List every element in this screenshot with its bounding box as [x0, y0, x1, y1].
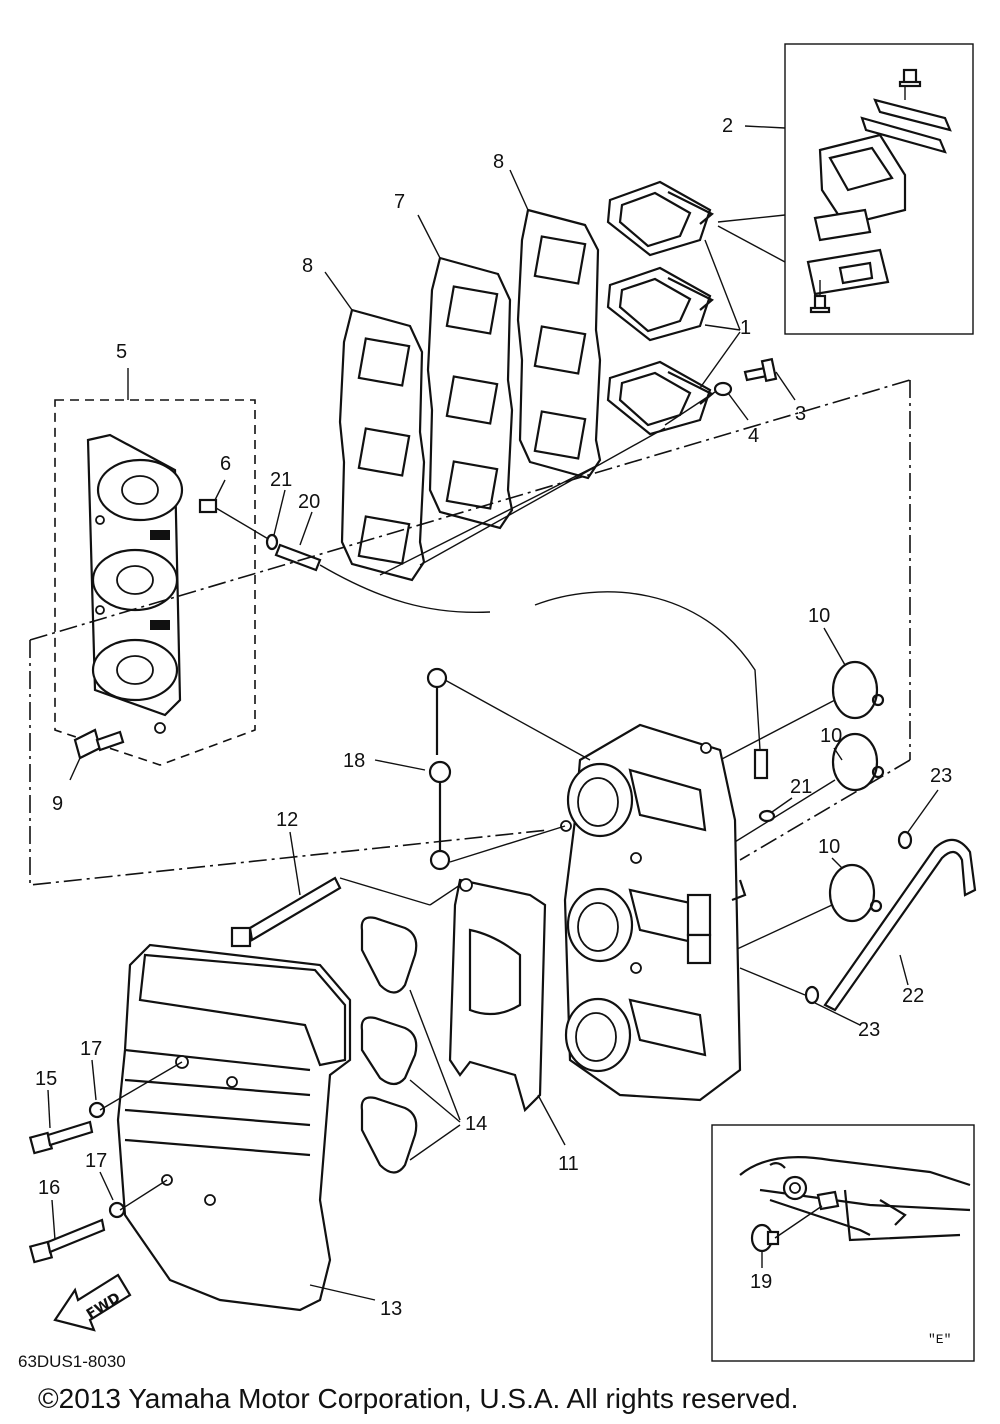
callout-17-b: 17	[85, 1150, 107, 1172]
reed-valve-block-bottom	[606, 360, 714, 436]
carburetor-assembly	[560, 723, 747, 1102]
screw-3	[743, 357, 778, 383]
oring-10-b	[831, 732, 879, 792]
washer-4	[713, 381, 733, 397]
oring-10-c	[828, 863, 876, 923]
callout-3: 3	[795, 403, 806, 425]
callout-21-lower: 21	[790, 776, 812, 798]
seal-14-c	[360, 1096, 418, 1174]
callout-22: 22	[902, 985, 924, 1007]
intake-manifold-group-5	[54, 399, 256, 766]
callout-19: 19	[750, 1271, 772, 1293]
hose-22	[823, 838, 977, 1012]
diagram-code: 63DUS1-8030	[18, 1352, 126, 1371]
fitting-6	[198, 498, 218, 514]
intake-silencer-13	[116, 943, 352, 1312]
callout-10-c: 10	[818, 836, 840, 858]
callout-4: 4	[748, 425, 759, 447]
clip-21-upper	[265, 533, 279, 551]
gasket-11	[448, 878, 547, 1113]
callout-21-upper: 21	[270, 469, 292, 491]
callout-14: 14	[465, 1113, 487, 1135]
view-e-inset: 19 "E"	[711, 1124, 975, 1362]
callout-16: 16	[38, 1177, 60, 1199]
hose-20	[274, 543, 322, 572]
seal-14-a	[360, 916, 418, 994]
copyright-notice: ©2013 Yamaha Motor Corporation, U.S.A. A…	[38, 1383, 798, 1414]
callout-13: 13	[380, 1298, 402, 1320]
seal-14-b	[360, 1016, 418, 1086]
callout-23-upper: 23	[930, 765, 952, 787]
gasket-8-right	[516, 208, 602, 480]
callout-8-left: 8	[302, 255, 313, 277]
forward-arrow-icon: FWD	[53, 1273, 132, 1332]
callout-8-top: 8	[493, 151, 504, 173]
bolt-12	[230, 876, 342, 948]
clip-21-lower	[758, 809, 776, 823]
bolt-16	[28, 1218, 106, 1264]
callout-23-lower: 23	[858, 1019, 880, 1041]
callout-6: 6	[220, 453, 231, 475]
callout-12: 12	[276, 809, 298, 831]
gasket-7	[426, 256, 514, 530]
callout-17-a: 17	[80, 1038, 102, 1060]
callout-5: 5	[116, 341, 127, 363]
washer-17-b	[108, 1201, 126, 1219]
callout-20: 20	[298, 491, 320, 513]
callout-10-b: 10	[820, 725, 842, 747]
callout-11: 11	[558, 1153, 579, 1175]
reed-valve-inset	[784, 43, 974, 335]
bolt-15	[28, 1120, 94, 1155]
clip-23-lower	[804, 985, 820, 1005]
oring-10-a	[831, 660, 879, 720]
gasket-8-left	[338, 308, 426, 582]
callout-9: 9	[52, 793, 63, 815]
callout-7: 7	[394, 191, 405, 213]
bolt-9	[73, 728, 125, 760]
clip-23-upper	[897, 830, 913, 850]
callout-10-a: 10	[808, 605, 830, 627]
callout-18: 18	[343, 750, 365, 772]
callout-2: 2	[722, 115, 733, 137]
view-label: "E"	[928, 1332, 951, 1347]
callout-15: 15	[35, 1068, 57, 1090]
washer-17-a	[88, 1101, 106, 1119]
reed-valve-block-middle	[606, 266, 714, 342]
callout-1: 1	[740, 317, 751, 339]
reed-valve-block-top	[606, 180, 714, 257]
link-rod-18	[426, 667, 452, 871]
